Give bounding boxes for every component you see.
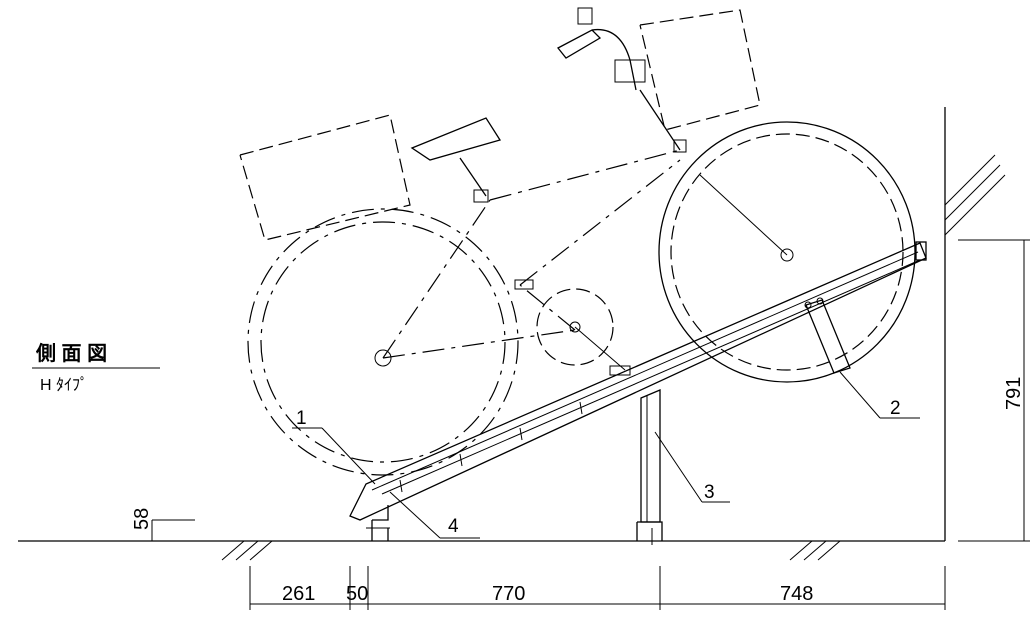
vertical-dimension-791: 791 (958, 239, 1030, 542)
rear-basket (239, 114, 411, 241)
front-basket (639, 9, 761, 131)
inclined-rail (349, 241, 927, 521)
bicycle-frame (382, 149, 681, 376)
vertical-dimension-58: 58 (131, 508, 195, 541)
rear-foot (366, 505, 390, 541)
dim-770: 770 (492, 583, 525, 605)
dim-791: 791 (1003, 377, 1025, 410)
view-title: 側 面 図 H ﾀｲﾌﾟ (32, 342, 160, 394)
support-post (636, 389, 663, 545)
view-title-sub: H ﾀｲﾌﾟ (40, 376, 88, 394)
dim-58: 58 (131, 508, 153, 530)
part-label-2: 2 (890, 398, 901, 419)
bicycle-rear-wheel (247, 208, 519, 476)
dim-50: 50 (346, 583, 368, 605)
part-label-1-group: 1 (292, 408, 376, 485)
wheel-holder-arm (804, 297, 851, 374)
view-title-main: 側 面 図 (35, 342, 107, 365)
dim-748: 748 (780, 583, 813, 605)
part-label-3: 3 (704, 482, 715, 503)
ground-and-wall (18, 107, 1006, 561)
part-label-3-group: 3 (654, 431, 730, 503)
bicycle-front-wheel (658, 121, 916, 383)
dim-261: 261 (282, 583, 315, 605)
part-label-4-group: 4 (389, 491, 480, 539)
bicycle-seat (410, 117, 502, 203)
bicycle-handlebar (557, 7, 687, 153)
horizontal-dimensions: 261 50 770 748 (249, 566, 946, 610)
part-label-4: 4 (448, 516, 459, 537)
part-label-2-group: 2 (839, 371, 920, 419)
part-label-1: 1 (296, 408, 307, 429)
